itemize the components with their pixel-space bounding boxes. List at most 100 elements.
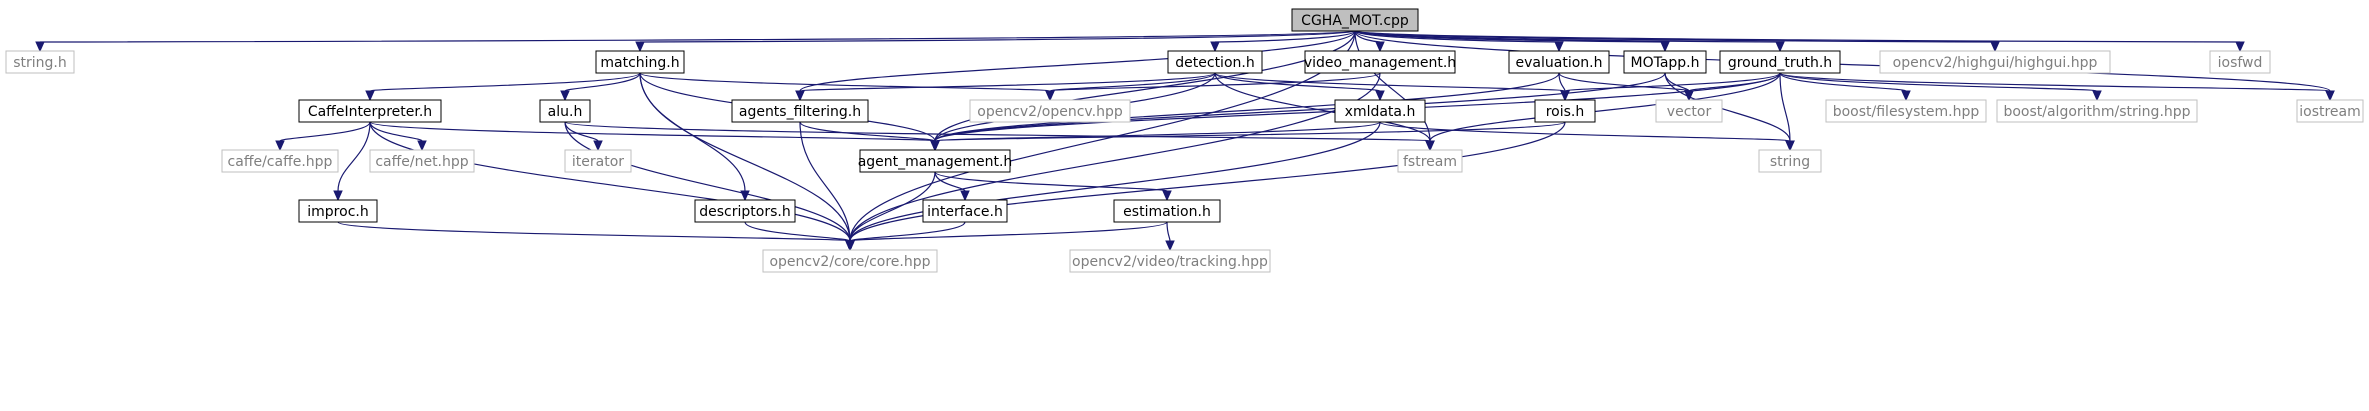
edge-ground_truth_h-to-rois_h xyxy=(1560,72,1781,102)
edge-agent_management_h-to-estimation_h xyxy=(934,171,1172,202)
node-label: agent_management.h xyxy=(858,154,1013,170)
node-label: iosfwd xyxy=(2218,55,2263,71)
edge-descriptors_h-to-core_hpp xyxy=(744,221,855,252)
edge-root-to-evaluation_h xyxy=(1354,30,1564,53)
edge-ground_truth_h-to-filesystem_hpp xyxy=(1779,72,1911,102)
node-label: CaffeInterpreter.h xyxy=(308,104,432,120)
node-label: interface.h xyxy=(927,204,1003,220)
node-alu-h[interactable]: alu.h xyxy=(539,99,591,123)
node-label: opencv2/core/core.hpp xyxy=(769,254,930,270)
edge-matching_h-to-alu_h xyxy=(560,72,641,102)
edge-caffeinterpreter_h-to-agent_management_h xyxy=(369,121,940,152)
edge-alu_h-to-fstream xyxy=(564,121,1435,152)
node-motapp-h[interactable]: MOTapp.h xyxy=(1623,50,1707,74)
node-ground-truth-h[interactable]: ground_truth.h xyxy=(1719,50,1841,74)
edge-agent_management_h-to-interface_h xyxy=(934,171,970,202)
node-label: ground_truth.h xyxy=(1728,55,1832,71)
node-opencv-hpp: opencv2/opencv.hpp xyxy=(969,99,1131,123)
node-caffeinterpreter-h[interactable]: CaffeInterpreter.h xyxy=(298,99,442,123)
node-net-hpp: caffe/net.hpp xyxy=(369,149,475,173)
node-label: caffe/net.hpp xyxy=(375,154,468,170)
node-iterator: iterator xyxy=(564,149,632,173)
node-string-h: string.h xyxy=(5,50,75,74)
edge-video_management_h-to-opencv_hpp xyxy=(1045,72,1381,102)
edge-estimation_h-to-core_hpp xyxy=(845,221,1168,252)
edge-interface_h-to-core_hpp xyxy=(845,221,966,252)
node-label: MOTapp.h xyxy=(1630,55,1699,71)
edge-detection_h-to-agents_filtering_h xyxy=(795,72,1216,102)
node-label: agents_filtering.h xyxy=(739,104,861,120)
edge-estimation_h-to-tracking_hpp xyxy=(1165,221,1175,252)
edge-ground_truth_h-to-string xyxy=(1779,72,1795,152)
node-highgui-hpp: opencv2/highgui/highgui.hpp xyxy=(1879,50,2111,74)
node-label: detection.h xyxy=(1175,55,1254,71)
node-tracking-hpp: opencv2/video/tracking.hpp xyxy=(1069,249,1271,273)
node-estimation-h[interactable]: estimation.h xyxy=(1113,199,1221,223)
node-interface-h[interactable]: interface.h xyxy=(922,199,1008,223)
edge-root-to-matching_h xyxy=(635,30,1356,53)
node-filesystem-hpp: boost/filesystem.hpp xyxy=(1825,99,1987,123)
node-detection-h[interactable]: detection.h xyxy=(1167,50,1263,74)
edge-caffeinterpreter_h-to-caffe_hpp xyxy=(275,121,371,152)
node-label: opencv2/highgui/highgui.hpp xyxy=(1893,55,2098,71)
node-label: opencv2/opencv.hpp xyxy=(977,104,1123,120)
node-label: estimation.h xyxy=(1123,204,1211,220)
node-matching-h[interactable]: matching.h xyxy=(595,50,685,74)
node-string: string xyxy=(1758,149,1822,173)
edge-caffeinterpreter_h-to-improc_h xyxy=(333,121,371,202)
node-iostream: iostream xyxy=(2296,99,2364,123)
node-label: rois.h xyxy=(1546,104,1585,120)
node-xmldata-h[interactable]: xmldata.h xyxy=(1334,99,1426,123)
edge-xmldata_h-to-core_hpp xyxy=(845,121,1381,252)
node-root[interactable]: CGHA_MOT.cpp xyxy=(1291,8,1419,32)
edge-improc_h-to-core_hpp xyxy=(337,221,855,252)
edge-xmldata_h-to-string xyxy=(1379,121,1795,152)
node-agent-management-h[interactable]: agent_management.h xyxy=(858,149,1013,173)
edge-detection_h-to-xmldata_h xyxy=(1214,72,1385,102)
node-label: string.h xyxy=(13,55,67,71)
node-algorithm-string-hpp: boost/algorithm/string.hpp xyxy=(1996,99,2198,123)
edge-root-to-core_hpp xyxy=(845,30,1356,252)
edge-root-to-video_management_h xyxy=(1354,30,1385,53)
edge-rois_h-to-agent_management_h xyxy=(930,121,1566,152)
edge-root-to-string_h xyxy=(35,30,1356,53)
node-evaluation-h[interactable]: evaluation.h xyxy=(1508,50,1610,74)
edge-root-to-iosfwd xyxy=(1354,30,2245,53)
node-label: matching.h xyxy=(600,55,679,71)
node-agents-filtering-h[interactable]: agents_filtering.h xyxy=(731,99,869,123)
node-label: CGHA_MOT.cpp xyxy=(1301,13,1409,29)
node-caffe-hpp: caffe/caffe.hpp xyxy=(221,149,339,173)
edge-root-to-ground_truth_h xyxy=(1354,30,1785,53)
node-rois-h[interactable]: rois.h xyxy=(1534,99,1596,123)
edge-alu_h-to-iterator xyxy=(564,121,603,152)
node-label: boost/filesystem.hpp xyxy=(1833,104,1980,120)
node-iosfwd: iosfwd xyxy=(2209,50,2271,74)
node-core-hpp: opencv2/core/core.hpp xyxy=(762,249,938,273)
edge-agents_filtering_h-to-agent_management_h xyxy=(799,121,940,152)
edge-alu_h-to-core_hpp xyxy=(564,121,855,252)
node-video-management-h[interactable]: video_management.h xyxy=(1304,50,1456,74)
node-label: opencv2/video/tracking.hpp xyxy=(1072,254,1268,270)
node-improc-h[interactable]: improc.h xyxy=(298,199,378,223)
nodes-layer: CGHA_MOT.cpp string.h matching.h detection.… xyxy=(5,8,2364,273)
node-vector: vector xyxy=(1655,99,1723,123)
node-descriptors-h[interactable]: descriptors.h xyxy=(694,199,796,223)
node-label: xmldata.h xyxy=(1345,104,1416,120)
node-label: improc.h xyxy=(307,204,368,220)
node-label: string xyxy=(1770,154,1810,170)
node-label: iostream xyxy=(2299,104,2361,120)
edge-root-to-motapp_h xyxy=(1354,30,1670,53)
node-fstream: fstream xyxy=(1397,149,1463,173)
edge-matching_h-to-caffeinterpreter_h xyxy=(365,72,641,102)
node-label: vector xyxy=(1667,104,1712,120)
edge-ground_truth_h-to-algorithm_string_hpp xyxy=(1779,72,2102,102)
node-label: fstream xyxy=(1403,154,1457,170)
edge-matching_h-to-opencv_hpp xyxy=(639,72,1055,102)
edge-ground_truth_h-to-iostream xyxy=(1779,72,2335,102)
edge-caffeinterpreter_h-to-net_hpp xyxy=(369,121,427,152)
edge-root-to-detection_h xyxy=(1210,30,1356,53)
node-label: video_management.h xyxy=(1304,55,1456,71)
edge-root-to-highgui_hpp xyxy=(1354,30,2000,53)
node-label: caffe/caffe.hpp xyxy=(228,154,333,170)
